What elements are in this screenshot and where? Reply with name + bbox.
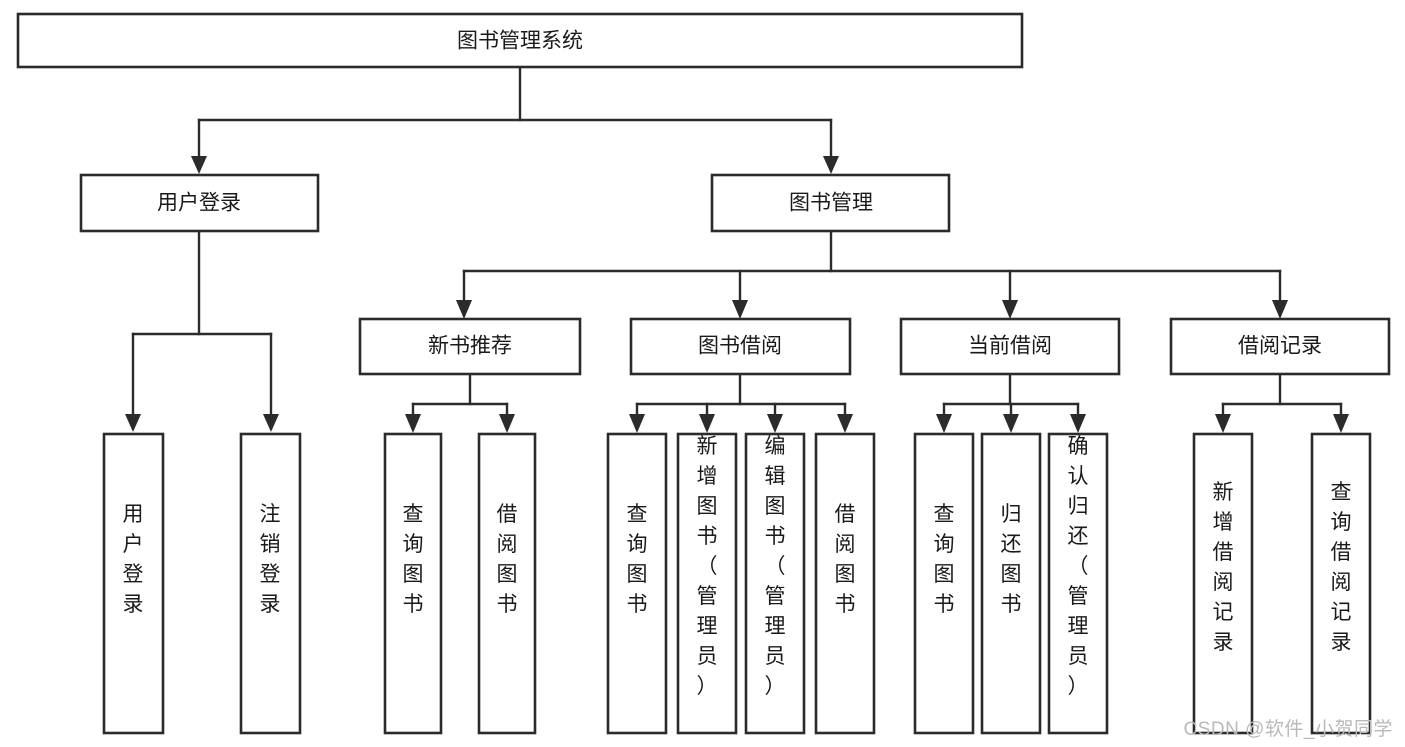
arrow-head-user-login bbox=[191, 156, 207, 174]
node-new-book-recommend-box[interactable] bbox=[358, 317, 582, 376]
leaf-current-borrow-query-label: 查询图书 bbox=[934, 503, 955, 616]
leaf-node-current-borrow-query[interactable]: 查询图书 bbox=[913, 432, 975, 735]
node-borrow-record-label: 借阅记录 bbox=[1238, 335, 1322, 358]
arrow-head-leaf-current-borrow-3 bbox=[1070, 414, 1086, 433]
leaf-node-new-book-borrow[interactable]: 借阅图书 bbox=[477, 432, 537, 735]
arrow-head-leaf-book-borrow-4 bbox=[837, 414, 853, 433]
arrow-head-leaf-borrow-record-1 bbox=[1215, 414, 1231, 433]
leaf-node-book-borrow-query[interactable]: 查询图书 bbox=[606, 432, 668, 735]
node-root-system[interactable]: 图书管理系统 bbox=[16, 12, 1024, 69]
leaf-current-borrow-confirm-label: 确认归还（管理员） bbox=[1068, 435, 1089, 698]
leaf-node-borrow-record-add[interactable]: 新增借阅记录 bbox=[1192, 432, 1254, 735]
arrow-head-book-borrow bbox=[732, 300, 748, 319]
leaf-user-login-login-label: 用户登录 bbox=[123, 503, 144, 616]
node-book-borrow[interactable]: 图书借阅 bbox=[629, 317, 852, 376]
leaf-node-new-book-query[interactable]: 查询图书 bbox=[383, 432, 443, 735]
leaf-borrow-record-add-box[interactable] bbox=[1192, 432, 1254, 735]
node-current-borrow-box[interactable] bbox=[899, 317, 1121, 376]
arrow-head-book-mgmt bbox=[823, 156, 839, 174]
node-book-management-box[interactable] bbox=[710, 173, 951, 233]
node-root-box[interactable] bbox=[16, 12, 1024, 69]
leaf-book-borrow-edit-label: 编辑图书（管理员） bbox=[765, 435, 786, 698]
leaf-node-book-borrow-borrow[interactable]: 借阅图书 bbox=[814, 432, 876, 735]
leaf-node-user-login-logout[interactable]: 注销登录 bbox=[239, 432, 302, 735]
leaf-node-book-borrow-edit[interactable]: 编辑图书（管理员） bbox=[744, 432, 806, 735]
leaf-current-borrow-query-box[interactable] bbox=[913, 432, 975, 735]
arrow-head-leaf-borrow-record-2 bbox=[1333, 414, 1349, 433]
arrow-head-borrow-record bbox=[1272, 300, 1288, 319]
arrow-head-leaf-current-borrow-1 bbox=[936, 414, 952, 433]
arrow-head-new-book-recommend bbox=[456, 300, 472, 319]
node-book-borrow-label: 图书借阅 bbox=[698, 335, 782, 358]
node-book-borrow-box[interactable] bbox=[629, 317, 852, 376]
leaf-node-current-borrow-confirm[interactable]: 确认归还（管理员） bbox=[1047, 432, 1109, 735]
leaf-current-borrow-return-box[interactable] bbox=[980, 432, 1042, 735]
arrow-head-leaf-book-borrow-1 bbox=[629, 414, 645, 433]
leaf-book-borrow-add-label: 新增图书（管理员） bbox=[697, 435, 718, 698]
leaf-node-borrow-record-query[interactable]: 查询借阅记录 bbox=[1310, 432, 1372, 735]
arrow-head-current-borrow bbox=[1002, 300, 1018, 319]
node-book-management[interactable]: 图书管理 bbox=[710, 173, 951, 233]
node-user-login-label: 用户登录 bbox=[157, 192, 241, 215]
arrow-head-leaf-new-book-1 bbox=[405, 414, 421, 433]
leaf-current-borrow-return-label: 归还图书 bbox=[1001, 503, 1022, 616]
leaf-new-book-borrow-label: 借阅图书 bbox=[497, 503, 518, 616]
leaf-book-borrow-query-label: 查询图书 bbox=[627, 503, 648, 616]
node-new-book-recommend-label: 新书推荐 bbox=[428, 335, 512, 358]
leaf-user-login-logout-label: 注销登录 bbox=[260, 503, 281, 616]
arrow-head-leaf-book-borrow-2 bbox=[699, 414, 715, 433]
node-user-login[interactable]: 用户登录 bbox=[79, 173, 320, 233]
leaf-node-user-login-login[interactable]: 用户登录 bbox=[102, 432, 165, 735]
node-user-login-box[interactable] bbox=[79, 173, 320, 233]
leaf-borrow-record-query-box[interactable] bbox=[1310, 432, 1372, 735]
arrow-head-leaf-user-login-1 bbox=[125, 414, 141, 432]
node-root-label: 图书管理系统 bbox=[457, 30, 583, 53]
node-current-borrow[interactable]: 当前借阅 bbox=[899, 317, 1121, 376]
node-borrow-record[interactable]: 借阅记录 bbox=[1169, 317, 1391, 376]
arrow-head-leaf-book-borrow-3 bbox=[767, 414, 783, 433]
leaf-new-book-borrow-box[interactable] bbox=[477, 432, 537, 735]
leaf-borrow-record-query-label: 查询借阅记录 bbox=[1331, 481, 1352, 654]
leaf-user-login-logout-box[interactable] bbox=[239, 432, 302, 735]
arrow-head-leaf-new-book-2 bbox=[499, 414, 515, 433]
leaf-node-current-borrow-return[interactable]: 归还图书 bbox=[980, 432, 1042, 735]
leaf-current-borrow-confirm-box[interactable] bbox=[1047, 432, 1109, 735]
node-book-management-label: 图书管理 bbox=[789, 192, 873, 215]
csdn-watermark: CSDN @软件_小贺同学 bbox=[1183, 719, 1393, 740]
leaf-node-book-borrow-add[interactable]: 新增图书（管理员） bbox=[676, 432, 738, 735]
leaf-new-book-query-box[interactable] bbox=[383, 432, 443, 735]
arrow-head-leaf-current-borrow-2 bbox=[1003, 414, 1019, 433]
connector-layer bbox=[125, 65, 1349, 433]
leaf-book-borrow-query-box[interactable] bbox=[606, 432, 668, 735]
leaf-book-borrow-borrow-label: 借阅图书 bbox=[835, 503, 856, 616]
node-new-book-recommend[interactable]: 新书推荐 bbox=[358, 317, 582, 376]
arrow-head-leaf-user-login-2 bbox=[263, 414, 279, 432]
leaf-book-borrow-edit-box[interactable] bbox=[744, 432, 806, 735]
node-borrow-record-box[interactable] bbox=[1169, 317, 1391, 376]
leaf-book-borrow-add-box[interactable] bbox=[676, 432, 738, 735]
leaf-book-borrow-borrow-box[interactable] bbox=[814, 432, 876, 735]
leaf-new-book-query-label: 查询图书 bbox=[403, 503, 424, 616]
node-current-borrow-label: 当前借阅 bbox=[968, 335, 1052, 358]
leaf-borrow-record-add-label: 新增借阅记录 bbox=[1213, 481, 1234, 654]
leaf-user-login-login-box[interactable] bbox=[102, 432, 165, 735]
